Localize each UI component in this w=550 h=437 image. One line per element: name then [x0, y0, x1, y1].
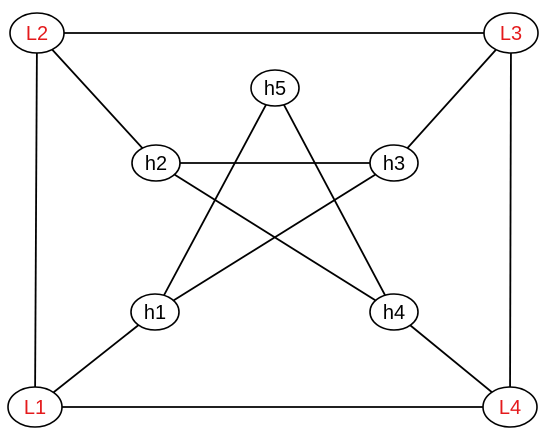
node-l3: L3 — [483, 12, 539, 54]
node-h2: h2 — [131, 144, 181, 182]
node-h2-circle — [131, 144, 181, 182]
node-h3-label: h3 — [383, 153, 405, 175]
node-h5-circle — [250, 69, 300, 107]
edge-l2-h2 — [36, 32, 157, 164]
node-h3: h3 — [369, 144, 419, 182]
edge-l4-h4 — [393, 311, 511, 408]
edge-h3-h1 — [154, 162, 395, 313]
edges-layer — [34, 32, 512, 408]
node-h3-circle — [369, 144, 419, 182]
node-l4-label: L4 — [499, 397, 521, 419]
node-h5: h5 — [250, 69, 300, 107]
node-l4: L4 — [482, 386, 538, 428]
edge-l1-h1 — [34, 311, 156, 408]
node-h4: h4 — [369, 293, 419, 331]
node-l1-circle — [7, 386, 63, 428]
node-l2: L2 — [9, 12, 65, 54]
edge-l3-h3 — [393, 32, 512, 164]
edge-l3-l4 — [509, 32, 512, 408]
node-h2-label: h2 — [145, 153, 167, 175]
node-h4-circle — [369, 293, 419, 331]
edge-l2-l1 — [34, 32, 38, 408]
node-l3-label: L3 — [500, 23, 522, 45]
node-l1-label: L1 — [24, 397, 46, 419]
edge-h5-h4 — [274, 87, 395, 313]
edge-h5-h1 — [154, 87, 276, 313]
node-h1-circle — [130, 293, 180, 331]
node-h1-label: h1 — [144, 302, 166, 324]
node-l4-circle — [482, 386, 538, 428]
node-h5-label: h5 — [264, 78, 286, 100]
node-l3-circle — [483, 12, 539, 54]
node-h1: h1 — [130, 293, 180, 331]
node-l2-circle — [9, 12, 65, 54]
node-h4-label: h4 — [383, 302, 405, 324]
node-l1: L1 — [7, 386, 63, 428]
node-l2-label: L2 — [26, 23, 48, 45]
